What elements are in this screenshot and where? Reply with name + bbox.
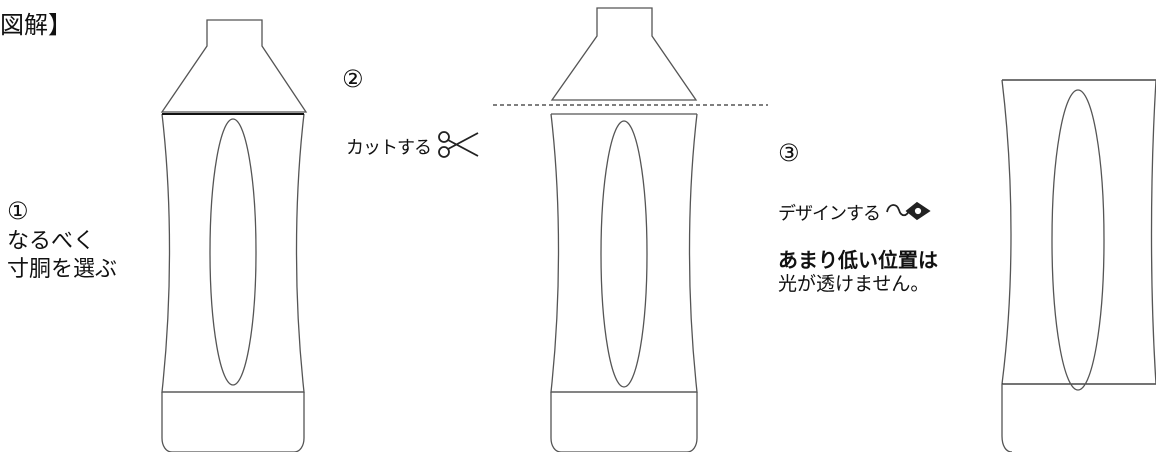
- warning-note: あまり低い位置は 光が透けません。: [778, 248, 938, 297]
- step-3-number: ③: [778, 139, 800, 167]
- note-bold: あまり低い位置は: [778, 248, 938, 272]
- bottle-whole: [160, 19, 308, 452]
- bottle-cut: [493, 7, 768, 452]
- step-3-label: デザインする: [778, 203, 881, 225]
- step-3-text: デザインする: [778, 200, 931, 229]
- step-2-number: ②: [342, 65, 364, 93]
- step-1-line2: 寸胴を選ぶ: [7, 256, 118, 282]
- step-1-text: ① なるべく 寸胴を選ぶ: [7, 196, 117, 283]
- step-1-line1: なるべく: [7, 229, 96, 254]
- note-rest: 光が透けません。: [778, 273, 930, 295]
- scissors-icon: [436, 130, 480, 167]
- bottle-designed: [1001, 79, 1156, 452]
- step-1-number: ①: [7, 197, 29, 225]
- step-2-label: カットする: [346, 137, 432, 159]
- page-heading: 図解】: [0, 11, 72, 39]
- step-2-text: カットする: [346, 130, 480, 167]
- pen-nib-icon: [885, 200, 931, 229]
